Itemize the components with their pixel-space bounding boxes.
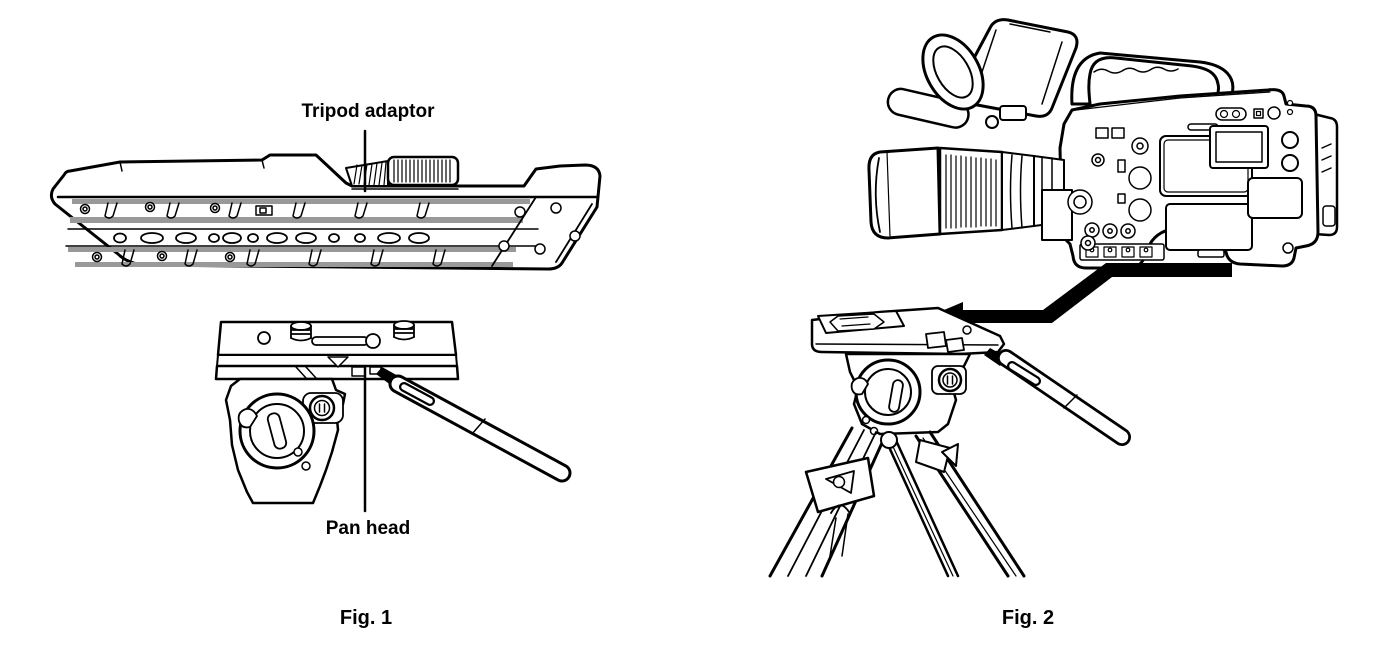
- tripod-handle: [984, 348, 1131, 446]
- tripod-head: [844, 352, 972, 436]
- fig2-caption: Fig. 2: [1001, 607, 1055, 629]
- pan-head-illustration: [214, 320, 572, 513]
- tripod-legs: [768, 426, 1026, 578]
- pan-head-handle: [376, 367, 572, 483]
- pan-head-plate: [214, 320, 460, 381]
- tripod-adaptor-label: Tripod adaptor: [301, 101, 435, 122]
- camcorder-illustration: [867, 18, 1339, 270]
- side-control-panel: [1067, 99, 1303, 261]
- tripod-illustration: [768, 306, 1131, 578]
- adaptor-recess-rows: [65, 196, 593, 267]
- mount-direction-arrow-icon: [925, 263, 1232, 334]
- fig1-caption: Fig. 1: [339, 607, 393, 629]
- tripod-platform: [810, 306, 1006, 356]
- pan-head-body: [224, 377, 347, 505]
- adaptor-knob: [345, 155, 460, 190]
- pan-head-label: Pan head: [325, 518, 411, 539]
- tripod-adaptor-illustration: [49, 129, 602, 271]
- lens-assembly: [867, 146, 1073, 241]
